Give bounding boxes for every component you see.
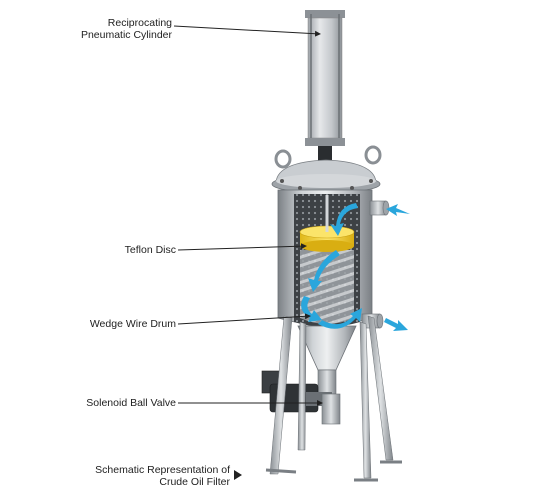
cylinder-barrel [307, 17, 343, 139]
leader-lines [173, 25, 323, 406]
cylinder-top-cap [305, 10, 345, 18]
support-legs [265, 315, 402, 482]
triangle-right-icon [234, 470, 242, 480]
flow-arrow-icon [384, 318, 408, 331]
caption-line: Crude Oil Filter [159, 476, 230, 488]
filter-lid [271, 159, 381, 194]
flow-arrows [301, 203, 410, 331]
caption-line: Schematic Representation of [95, 464, 230, 476]
label-line: Reciprocating [107, 17, 172, 29]
diagram-caption: Schematic Representation of Crude Oil Fi… [92, 464, 230, 488]
label-line: Wedge Wire Drum [89, 318, 176, 330]
leader-wedge-wire-drum [177, 313, 311, 325]
label-line: Solenoid Ball Valve [86, 397, 176, 409]
label-pneumatic-cylinder: Reciprocating Pneumatic Cylinder [78, 17, 172, 41]
wedge-wire-drum [300, 250, 354, 324]
flow-arrow-icon [386, 204, 410, 216]
flow-arrow-icon [318, 308, 362, 329]
teflon-disc [299, 195, 355, 252]
label-solenoid-ball-valve: Solenoid Ball Valve [76, 397, 176, 409]
cylinder-bottom-cap [305, 138, 345, 146]
flow-arrow-icon [308, 250, 340, 292]
label-line: Teflon Disc [124, 244, 176, 256]
flow-arrow-icon [301, 296, 322, 322]
label-line: Pneumatic Cylinder [80, 29, 172, 41]
leader-cylinder [173, 25, 321, 37]
pneumatic-cylinder [305, 10, 345, 168]
leader-teflon-disc [177, 243, 307, 251]
lifting-eyes [274, 145, 382, 169]
label-teflon-disc: Teflon Disc [100, 244, 176, 256]
flow-arrow-icon [330, 203, 358, 236]
inlet-nozzle [369, 200, 390, 216]
label-wedge-wire-drum: Wedge Wire Drum [80, 318, 176, 330]
